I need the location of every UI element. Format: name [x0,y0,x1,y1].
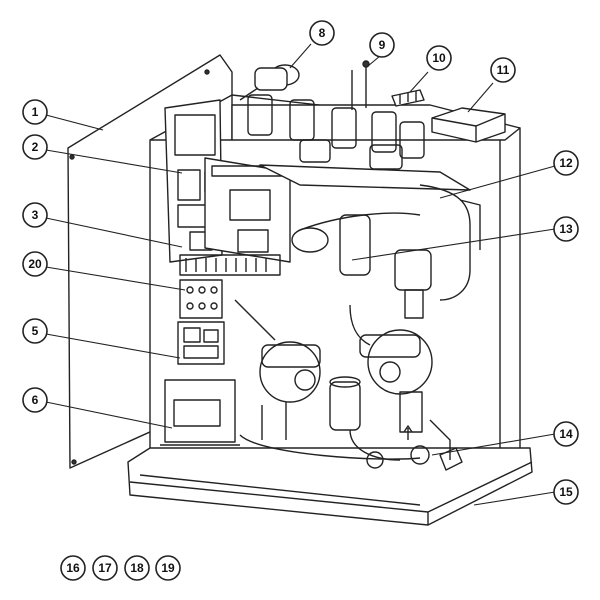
callout-17: 17 [98,561,112,575]
callout-10: 10 [432,51,446,65]
callout-18: 18 [130,561,144,575]
callout-1: 1 [32,105,39,119]
callout-19: 19 [161,561,175,575]
circulation-pump-left [259,341,321,440]
display-module [160,379,240,446]
relay-module [177,321,225,365]
footer-labels: 16 17 18 19 [66,561,175,575]
footer-callouts [60,555,181,581]
filter-canister [329,376,361,431]
callout-group [22,20,579,505]
callout-6: 6 [32,393,39,407]
filter-assembly [239,64,300,101]
callout-14: 14 [559,427,573,441]
callout-13: 13 [559,222,573,236]
top-cover-vessel [431,107,506,143]
callout-12: 12 [559,156,573,170]
callout-3: 3 [32,208,39,222]
pipework [234,299,463,471]
callout-8: 8 [319,26,326,40]
callout-20: 20 [28,257,42,271]
leader-lines [45,43,556,506]
callout-labels: 1 2 3 20 5 6 8 9 10 11 12 13 14 15 [28,26,573,499]
valve-assembly [291,184,481,319]
sensor-probe [351,60,370,110]
callout-11: 11 [497,63,510,77]
callout-9: 9 [379,38,386,52]
terminal-connector [391,89,425,107]
callout-2: 2 [32,140,39,154]
callout-5: 5 [32,324,39,338]
callout-16: 16 [66,561,80,575]
callout-15: 15 [559,485,573,499]
base-plate [127,447,533,526]
circulation-pump-right [359,329,433,433]
contactor [179,279,223,319]
